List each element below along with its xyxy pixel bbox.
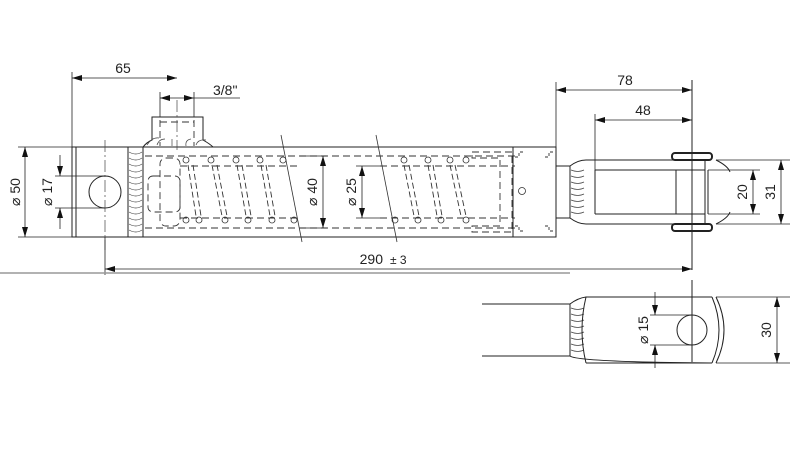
dim-thread-label: 3/8" — [213, 82, 237, 98]
dimension-20: 20 — [708, 169, 760, 215]
dim-65-label: 65 — [115, 60, 131, 76]
dim-30-label: 30 — [758, 322, 774, 338]
dimension-78: 78 — [555, 72, 692, 147]
dimension-dia-40: ⌀ 40 — [300, 155, 327, 229]
dim-290-label: 290 — [360, 251, 384, 267]
dimension-thread: 3/8" — [159, 82, 240, 117]
dimension-30: 30 — [716, 296, 790, 364]
dimension-290: 290 ± 3 — [104, 237, 692, 275]
dim-78-label: 78 — [617, 72, 633, 88]
dimension-dia-17: ⌀ 17 — [39, 155, 105, 229]
weld-seam-left — [128, 151, 143, 233]
dim-dia-15-label: ⌀ 15 — [635, 316, 651, 344]
cylinder-body — [71, 140, 557, 250]
dim-dia-25-label: ⌀ 25 — [343, 178, 359, 206]
dimension-dia-50: ⌀ 50 — [7, 146, 72, 238]
dim-dia-40-label: ⌀ 40 — [304, 178, 320, 206]
dim-dia-17-label: ⌀ 17 — [39, 178, 55, 206]
dim-20-label: 20 — [734, 184, 750, 200]
dim-dia-50-label: ⌀ 50 — [7, 178, 23, 206]
dimension-dia-15: ⌀ 15 — [635, 292, 692, 368]
dimension-31: 31 — [716, 159, 790, 225]
dimension-65: 65 — [71, 60, 177, 147]
clevis-side-view — [482, 280, 725, 364]
dim-48-label: 48 — [635, 102, 651, 118]
clevis — [556, 80, 731, 270]
dimension-dia-25: ⌀ 25 — [343, 165, 380, 219]
dim-290-tolerance: ± 3 — [390, 253, 407, 267]
spring-hidden-lines — [145, 134, 553, 243]
dimension-48: 48 — [594, 102, 692, 170]
dim-31-label: 31 — [762, 184, 778, 200]
port-fitting — [141, 100, 215, 150]
